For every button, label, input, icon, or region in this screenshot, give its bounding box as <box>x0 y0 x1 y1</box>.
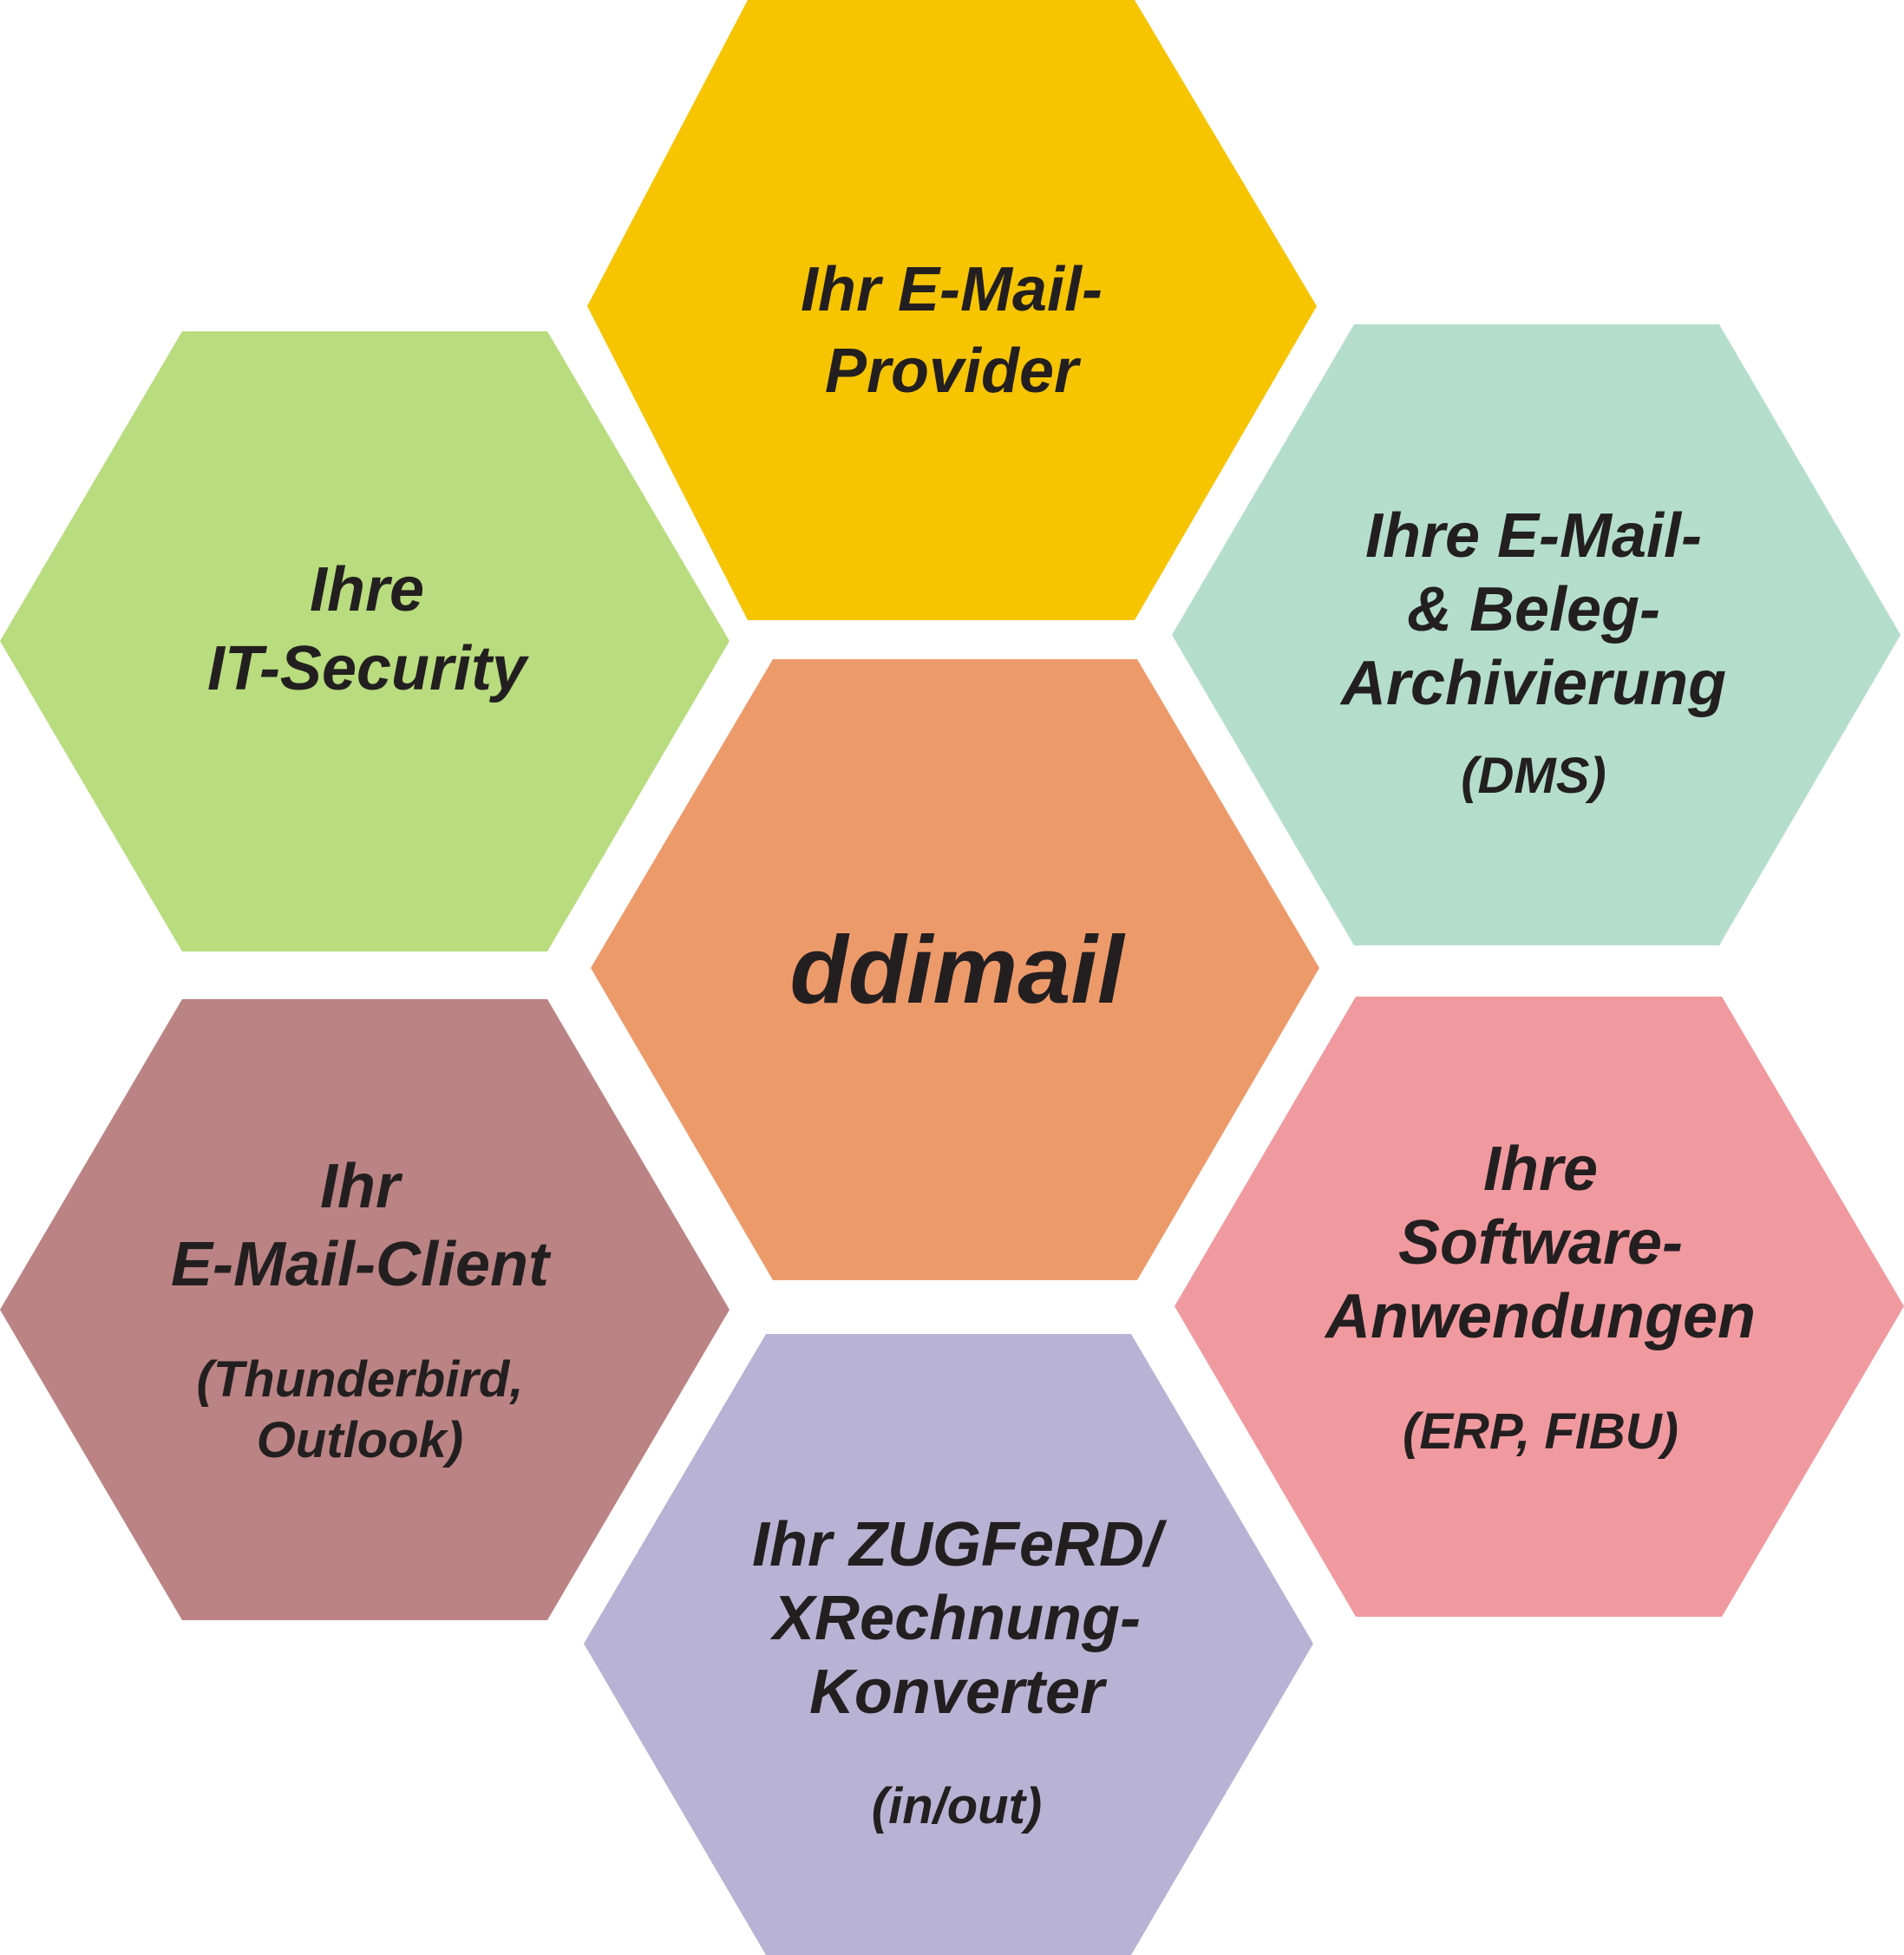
hex-archiving: Ihre E-Mail- & Beleg- Archivierung (DMS) <box>1172 324 1901 945</box>
hex-archiving-line-3: Archivierung <box>1339 649 1726 718</box>
hex-converter-shape <box>584 1334 1313 1955</box>
hex-email-provider-shape <box>587 0 1317 620</box>
hex-email-provider-line-2: Provider <box>825 337 1082 406</box>
hex-converter-line-3: Konverter <box>809 1658 1108 1727</box>
hex-email-client-note-line-1: (Thunderbird, <box>197 1351 524 1408</box>
hex-software-line-2: Software- <box>1398 1208 1683 1278</box>
hex-email-client: Ihr E-Mail-Client (Thunderbird, Outlook) <box>0 999 730 1620</box>
hex-archiving-shape <box>1172 324 1901 945</box>
hex-center-label: ddimail <box>789 917 1125 1023</box>
hex-archiving-note: (DMS) <box>1461 748 1606 804</box>
hex-archiving-line-1: Ihre E-Mail- <box>1365 501 1702 571</box>
hex-it-security: Ihre IT-Security <box>0 331 730 951</box>
hex-software: Ihre Software- Anwendungen (ERP, FIBU) <box>1174 997 1904 1617</box>
hex-it-security-shape <box>0 331 730 951</box>
hex-email-client-note-line-2: Outlook) <box>257 1412 463 1468</box>
hex-converter: Ihr ZUGFeRD/ XRechnung- Konverter (in/ou… <box>584 1334 1313 1955</box>
hex-it-security-line-2: IT-Security <box>207 634 530 703</box>
hex-software-note: (ERP, FIBU) <box>1403 1403 1678 1460</box>
hex-converter-line-1: Ihr ZUGFeRD/ <box>752 1510 1168 1579</box>
hex-email-client-line-2: E-Mail-Client <box>171 1230 552 1299</box>
hex-email-client-line-1: Ihr <box>320 1152 403 1221</box>
hex-software-line-1: Ihre <box>1483 1134 1598 1204</box>
hex-software-shape <box>1174 997 1904 1617</box>
hex-it-security-line-1: Ihre <box>310 555 424 624</box>
hex-email-client-shape <box>0 999 730 1620</box>
hex-converter-line-2: XRechnung- <box>769 1584 1141 1653</box>
hex-center: ddimail <box>591 659 1319 1280</box>
hex-email-provider: Ihr E-Mail- Provider <box>587 0 1317 620</box>
hex-email-provider-line-1: Ihr E-Mail- <box>801 255 1102 324</box>
hex-software-line-3: Anwendungen <box>1324 1282 1756 1351</box>
hex-converter-note: (in/out) <box>872 1778 1042 1834</box>
hex-archiving-line-2: & Beleg- <box>1407 575 1660 644</box>
hex-center-shape <box>591 659 1319 1280</box>
